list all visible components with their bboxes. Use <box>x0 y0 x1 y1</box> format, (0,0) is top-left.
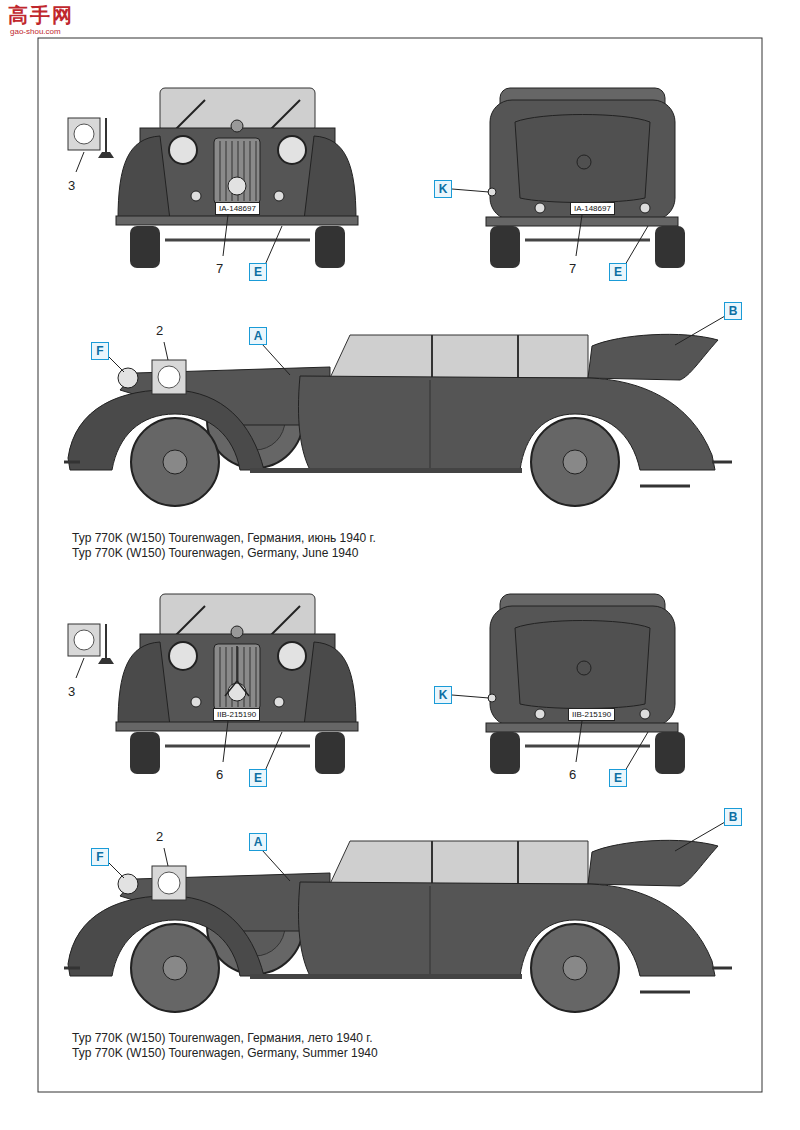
color-key-box: K <box>434 180 452 198</box>
color-key-box: B <box>724 302 742 320</box>
caption-line: Typ 770K (W150) Tourenwagen, Германия, л… <box>72 1031 373 1045</box>
color-key-letter: E <box>254 772 262 784</box>
color-key-letter: B <box>729 811 738 823</box>
callout-number: 2 <box>156 829 163 844</box>
color-key-letter: A <box>254 836 263 848</box>
color-key-box: F <box>91 342 109 360</box>
callout-number: 6 <box>216 767 223 782</box>
color-key-box: F <box>91 848 109 866</box>
color-key-letter: F <box>96 345 103 357</box>
color-key-letter: K <box>439 689 448 701</box>
color-key-letter: A <box>254 330 263 342</box>
watermark: 高手网 <box>8 2 74 29</box>
color-key-letter: E <box>614 772 622 784</box>
color-key-letter: E <box>254 266 262 278</box>
page-frame <box>38 38 762 1092</box>
color-key-box: E <box>609 263 627 281</box>
callout-number: 6 <box>569 767 576 782</box>
color-key-box: B <box>724 808 742 826</box>
color-key-letter: B <box>729 305 738 317</box>
license-plate: IA-148697 <box>215 202 260 215</box>
color-key-box: A <box>249 833 267 851</box>
callout-number: 7 <box>569 261 576 276</box>
color-key-letter: F <box>96 851 103 863</box>
caption-line: Typ 770K (W150) Tourenwagen, Germany, Su… <box>72 1046 378 1060</box>
color-key-letter: E <box>614 266 622 278</box>
license-plate: IIB-215190 <box>568 708 615 721</box>
color-key-box: E <box>609 769 627 787</box>
caption-line: Typ 770K (W150) Tourenwagen, Германия, и… <box>72 531 376 545</box>
caption-line: Typ 770K (W150) Tourenwagen, Germany, Ju… <box>72 546 358 560</box>
callout-number: 2 <box>156 323 163 338</box>
grille-mount <box>225 646 249 696</box>
watermark: gao-shou.com <box>10 27 61 36</box>
license-plate: IIB-215190 <box>213 708 260 721</box>
car-views-second <box>64 594 732 1012</box>
callout-number: 7 <box>216 261 223 276</box>
color-key-letter: K <box>439 183 448 195</box>
color-key-box: E <box>249 263 267 281</box>
callout-number: 3 <box>68 684 75 699</box>
color-key-box: K <box>434 686 452 704</box>
license-plate: IA-148697 <box>570 202 615 215</box>
color-key-box: A <box>249 327 267 345</box>
callout-number: 3 <box>68 178 75 193</box>
car-views <box>64 88 732 506</box>
color-key-box: E <box>249 769 267 787</box>
